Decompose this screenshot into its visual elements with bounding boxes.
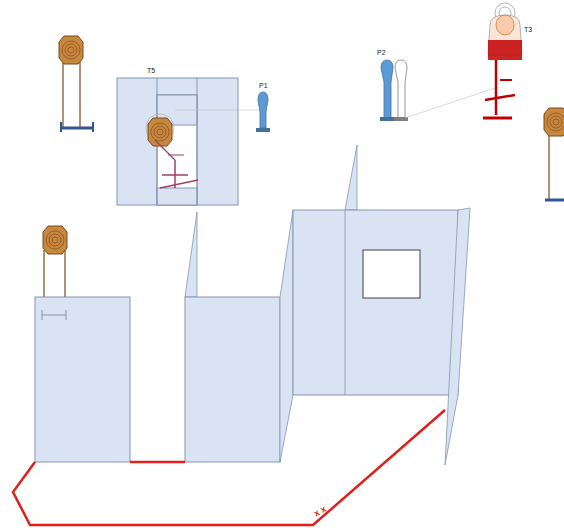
target-label: T3 (524, 26, 532, 33)
fault-line (13, 410, 445, 525)
steel-plate (544, 108, 564, 200)
popper (380, 60, 495, 121)
wall (185, 212, 280, 462)
target-label: P1 (259, 82, 268, 89)
target-label: T5 (147, 67, 155, 74)
wall (280, 145, 470, 465)
window-frame (117, 78, 262, 205)
start-mark: x x (313, 504, 328, 518)
paper-target (483, 3, 522, 118)
wall (35, 226, 130, 462)
popper (256, 92, 270, 132)
steel-plate (59, 36, 94, 132)
target-label: P2 (377, 49, 386, 56)
